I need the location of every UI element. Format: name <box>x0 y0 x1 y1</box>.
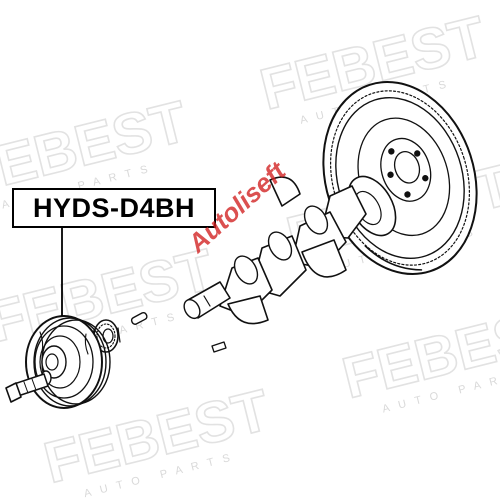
part-number-label: HYDS-D4BH <box>12 188 216 228</box>
crankshaft-pulley <box>25 315 111 409</box>
part-number-text: HYDS-D4BH <box>32 192 196 223</box>
watermark-brand: FEBEST <box>336 293 500 411</box>
crankshaft <box>183 175 397 325</box>
pulley-bolt <box>5 370 52 403</box>
woodruff-key <box>130 311 148 325</box>
small-pin <box>211 341 227 353</box>
